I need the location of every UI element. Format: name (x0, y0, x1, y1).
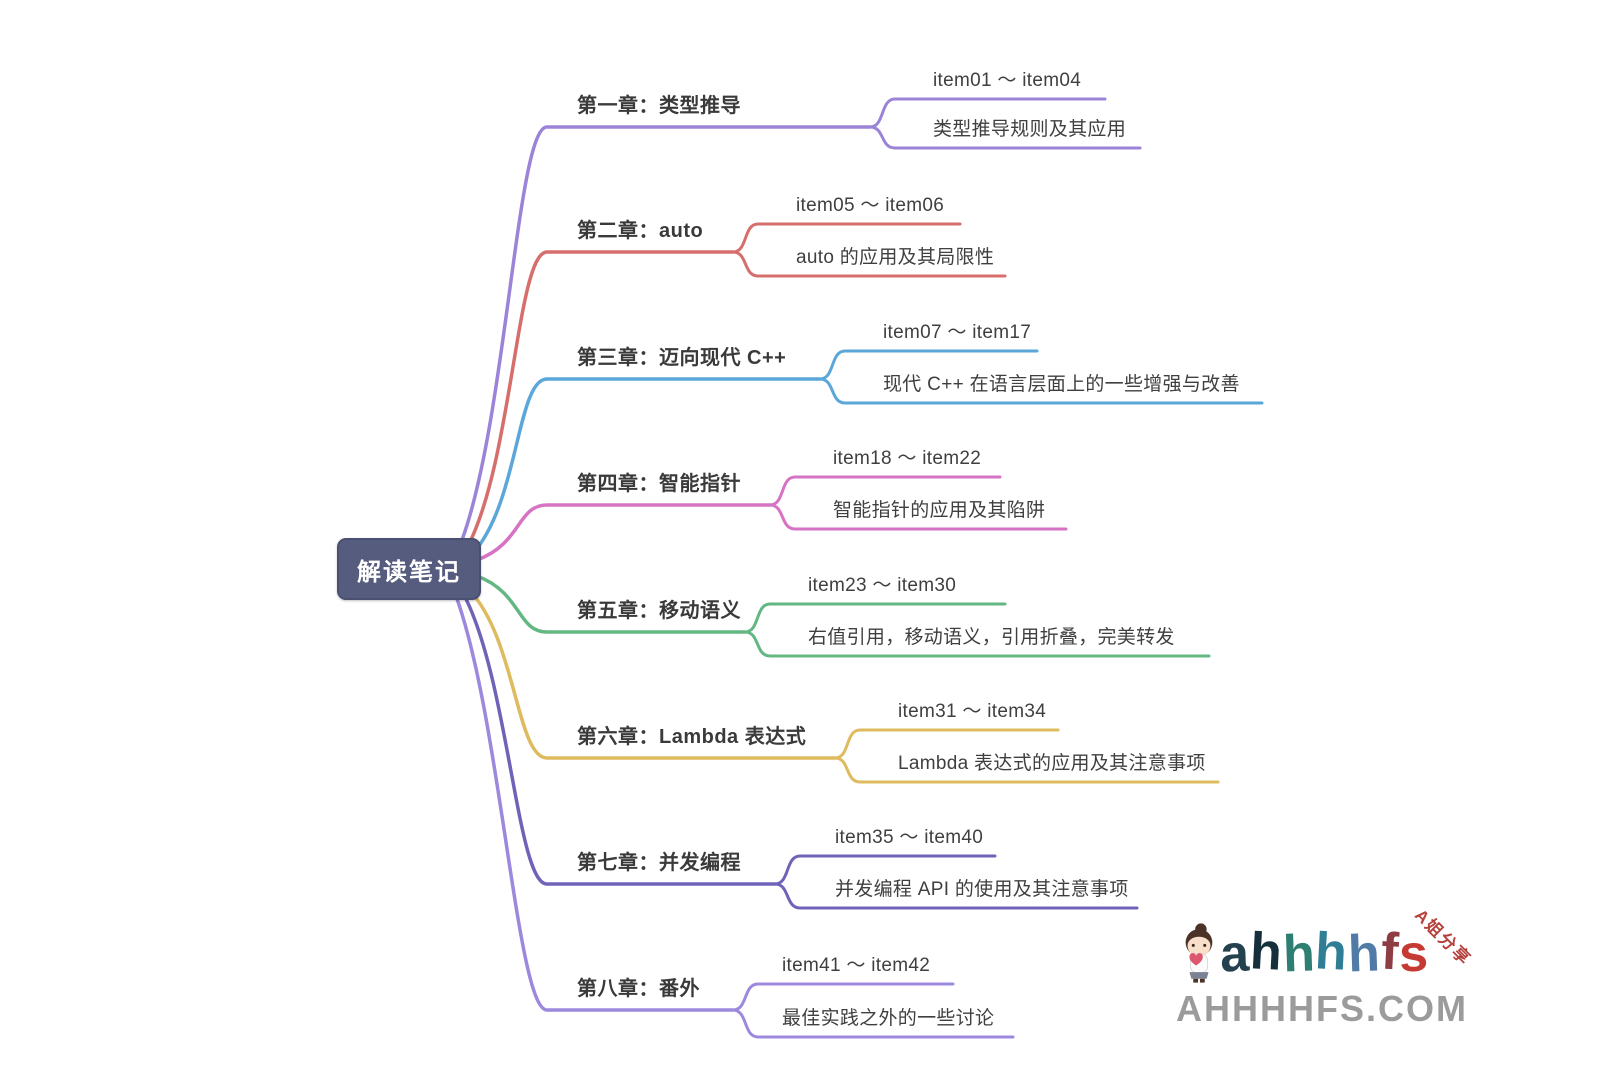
brand-letter: h (1347, 924, 1382, 984)
subtopic[interactable]: 智能指针的应用及其陷阱 (833, 500, 1046, 521)
branch-line (731, 222, 962, 254)
subtopic[interactable]: 现代 C++ 在语言层面上的一些增强与改善 (883, 374, 1240, 395)
branch-line (818, 349, 1039, 381)
chapter-topic[interactable]: 第五章：移动语义 (577, 600, 741, 622)
subtopic[interactable]: 并发编程 API 的使用及其注意事项 (835, 879, 1129, 900)
chapter-topic[interactable]: 第三章：迈向现代 C++ (577, 347, 787, 369)
branch-line (818, 377, 1264, 405)
branch-line (472, 377, 822, 554)
branch-line (743, 630, 1211, 658)
subtopic[interactable]: item18 ～ item22 (833, 448, 982, 469)
branch-line (469, 590, 837, 760)
branch-line (868, 125, 1142, 150)
branch-line (768, 503, 1068, 531)
branch-line (475, 503, 772, 562)
branch-line (868, 97, 1107, 129)
chapter-topic[interactable]: 第六章：Lambda 表达式 (577, 726, 807, 748)
chapter-topic[interactable]: 第八章：番外 (577, 978, 700, 1000)
branch-line (731, 982, 955, 1012)
brand-letter: h (1248, 922, 1285, 982)
chapter-topic[interactable]: 第七章：并发编程 (577, 852, 741, 874)
branch-line (466, 250, 735, 548)
chapter-topic[interactable]: 第一章：类型推导 (577, 95, 741, 117)
branch-line (731, 1008, 1015, 1039)
brand-domain-text: AHHHHFS.COM (1176, 988, 1468, 1029)
subtopic[interactable]: item05 ～ item06 (796, 195, 945, 216)
brand-letter: h (1281, 924, 1317, 984)
subtopic[interactable]: 最佳实践之外的一些讨论 (782, 1008, 995, 1029)
chapter-topic[interactable]: 第二章：auto (577, 220, 704, 242)
subtopic[interactable]: item07 ～ item17 (883, 322, 1032, 343)
subtopic[interactable]: item31 ～ item34 (898, 701, 1047, 722)
brand-letter: a (1218, 924, 1251, 984)
root-topic[interactable]: 解读笔记 (337, 538, 481, 600)
branch-line (462, 593, 777, 886)
branch-line (731, 250, 1007, 278)
watermark: ahhhhfs A姐分享 AHHHHFS.COM (1140, 880, 1540, 1040)
subtopic[interactable]: item41 ～ item42 (782, 955, 931, 976)
brand-letter: h (1314, 922, 1350, 982)
branch-line (460, 125, 872, 542)
subtopic[interactable]: 右值引用，移动语义，引用折叠，完美转发 (808, 627, 1175, 648)
branch-line (773, 854, 997, 886)
mascot-girl-icon (1185, 923, 1213, 983)
chapter-topic[interactable]: 第四章：智能指针 (577, 473, 741, 495)
subtopic[interactable]: item01 ～ item04 (933, 70, 1082, 91)
branch-line (743, 602, 1007, 634)
branch-line (768, 475, 1002, 507)
subtopic[interactable]: 类型推导规则及其应用 (933, 119, 1127, 140)
branch-line (833, 756, 1220, 784)
subtopic[interactable]: item23 ～ item30 (808, 575, 957, 596)
subtopic[interactable]: Lambda 表达式的应用及其注意事项 (898, 753, 1206, 774)
branch-line (773, 882, 1139, 910)
branch-line (475, 574, 747, 634)
branch-line (454, 594, 735, 1012)
subtopic[interactable]: auto 的应用及其局限性 (796, 247, 995, 268)
brand-logo-text: ahhhhfs (1218, 922, 1430, 984)
subtopic[interactable]: item35 ～ item40 (835, 827, 984, 848)
branch-line (833, 728, 1060, 760)
